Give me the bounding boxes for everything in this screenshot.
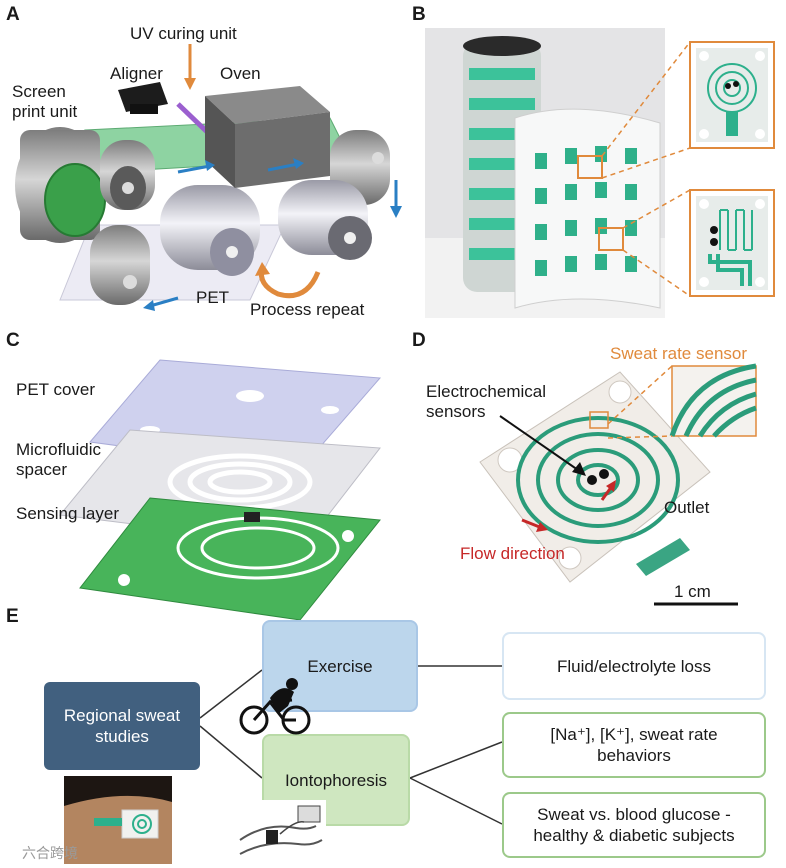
panel-label-b: B xyxy=(412,4,426,25)
inset-serpentine-electrode xyxy=(689,189,775,297)
screen-print-unit-label: Screen print unit xyxy=(12,82,78,121)
regional-sweat-studies-box: Regional sweat studies xyxy=(44,682,200,770)
regional-sweat-studies-text: Regional sweat studies xyxy=(63,706,181,746)
flow-direction-label: Flow direction xyxy=(460,544,565,563)
forehead-patch-photo xyxy=(64,776,172,864)
outlet-label: Outlet xyxy=(664,498,710,517)
exercise-box: Exercise xyxy=(262,620,418,712)
panel-label-a: A xyxy=(6,4,20,25)
flexible-sensor-roll-photo xyxy=(425,28,665,318)
electrochemical-sensors-label: Electrochemical sensors xyxy=(426,382,546,421)
glucose-box: Sweat vs. blood glucose - healthy & diab… xyxy=(502,792,766,858)
scale-bar-label: 1 cm xyxy=(674,582,711,601)
microfluidic-spacer-label: Microfluidic spacer xyxy=(16,440,102,479)
exploded-layer-stack xyxy=(59,359,382,621)
aligner-label: Aligner xyxy=(110,64,163,83)
sensing-layer-label: Sensing layer xyxy=(16,504,120,523)
fluid-electrolyte-box: Fluid/electrolyte loss xyxy=(502,632,766,700)
iontophoresis-arm-icon xyxy=(236,800,326,862)
sweat-rate-sensor-label: Sweat rate sensor xyxy=(610,344,748,363)
panel-label-c: C xyxy=(6,330,20,351)
iontophoresis-text: Iontophoresis xyxy=(284,770,388,790)
ions-sweat-rate-text: [Na⁺], [K⁺], sweat rate behaviors xyxy=(550,725,718,765)
pet-cover-label: PET cover xyxy=(16,380,96,399)
roll-to-roll-illustration xyxy=(15,44,402,311)
fluid-electrolyte-text: Fluid/electrolyte loss xyxy=(556,656,711,676)
inset-spiral-electrode xyxy=(689,41,775,149)
cyclist-icon xyxy=(239,678,311,735)
exercise-text: Exercise xyxy=(307,657,373,676)
panel-label-e: E xyxy=(6,606,19,627)
pet-label: PET xyxy=(196,288,230,307)
oven-label: Oven xyxy=(220,64,261,83)
ions-sweat-rate-box: [Na⁺], [K⁺], sweat rate behaviors xyxy=(502,712,766,778)
sweat-rate-sensor-inset xyxy=(669,363,757,438)
panel-label-d: D xyxy=(412,330,426,351)
glucose-text: Sweat vs. blood glucose - healthy & diab… xyxy=(533,805,735,845)
watermark: 六合跨境 xyxy=(22,845,78,861)
uv-curing-unit-label: UV curing unit xyxy=(130,24,237,43)
process-repeat-label: Process repeat xyxy=(250,300,365,319)
